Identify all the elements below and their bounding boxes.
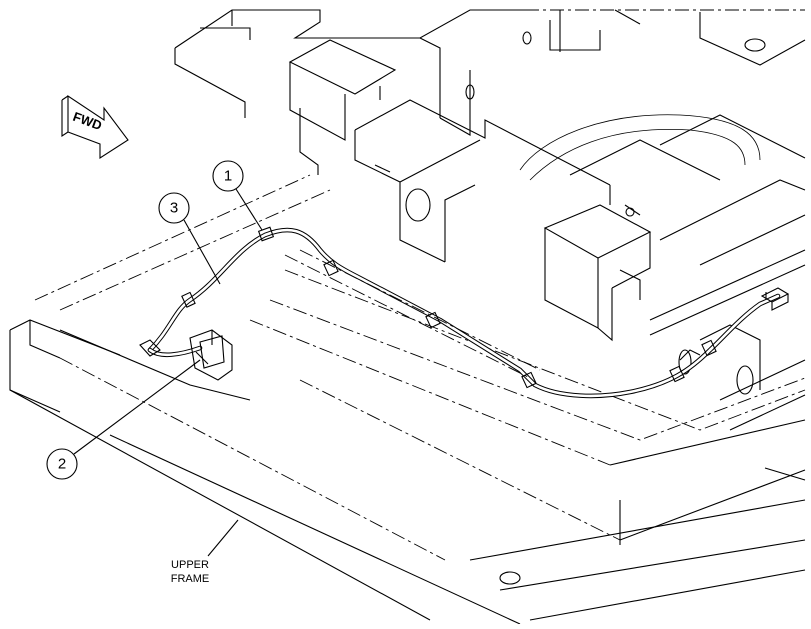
callout-2-leader xyxy=(73,359,201,455)
callout-1: 1 xyxy=(212,160,263,231)
wiring-harness xyxy=(147,227,781,399)
upper-frame-label: UPPER FRAME xyxy=(171,519,239,585)
clip xyxy=(669,365,685,383)
callout-1-leader xyxy=(235,188,263,231)
upper-frame-leader xyxy=(207,519,239,557)
callout-2: 2 xyxy=(46,359,201,480)
upper-frame-label-line2: FRAME xyxy=(171,573,210,585)
upper-frame-label-line1: UPPER xyxy=(171,559,209,571)
fwd-label: FWD xyxy=(71,109,104,133)
callout-2-number: 2 xyxy=(58,456,66,473)
clip xyxy=(323,259,339,277)
callout-3: 3 xyxy=(158,192,221,285)
clip xyxy=(181,291,196,308)
callout-3-number: 3 xyxy=(170,200,178,217)
harness-connector xyxy=(760,287,790,311)
harness-clips xyxy=(181,226,717,389)
callout-3-leader xyxy=(183,219,221,285)
callout-1-number: 1 xyxy=(224,168,232,185)
clip xyxy=(701,339,717,357)
fwd-direction-arrow: FWD xyxy=(61,94,129,160)
clip xyxy=(425,311,441,329)
frame-structure xyxy=(9,9,806,625)
clip xyxy=(257,226,275,242)
clip xyxy=(521,371,537,389)
sensor-bracket xyxy=(139,329,233,381)
